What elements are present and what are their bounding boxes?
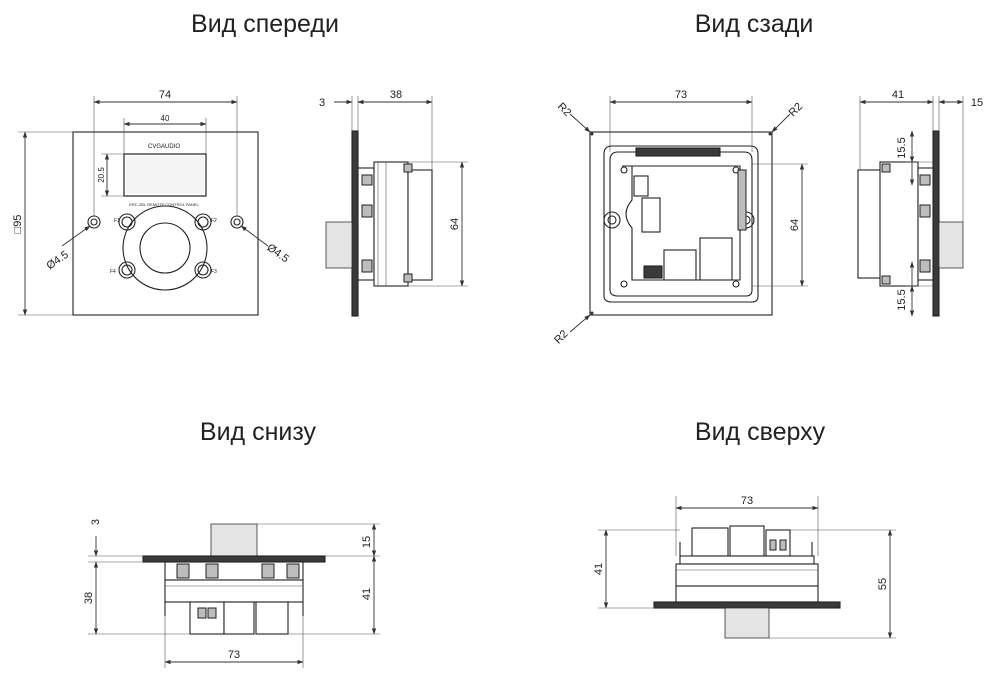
- dim-side-plate: 3: [319, 97, 325, 109]
- button-label-f1: F1: [114, 218, 120, 224]
- title-top-view: Вид сверху: [695, 418, 826, 446]
- dim-back-height: 64: [789, 219, 801, 231]
- bottom-view: 3 38 15 41 73: [83, 519, 380, 668]
- display-screen: [126, 156, 204, 194]
- button-f2: [194, 213, 212, 231]
- dim-bottom-plate: 3: [90, 519, 102, 525]
- bottom-body-2: [164, 579, 304, 603]
- back-terminal: [643, 265, 663, 279]
- dim-top-width: 73: [741, 495, 753, 507]
- dim-side-height: 64: [449, 218, 461, 230]
- panel-label: ERC-2BL REMOTE CONTROL PANEL: [129, 202, 199, 207]
- dim-display-width: 40: [161, 114, 170, 123]
- button-f4: [118, 261, 136, 279]
- bottom-knob: [210, 523, 258, 557]
- back-rj45: [663, 249, 697, 281]
- top-pcb: [679, 555, 815, 565]
- dim-bottom-width: 73: [228, 649, 240, 661]
- dim-bside-knob: 15: [971, 97, 983, 109]
- title-back-view: Вид сзади: [695, 10, 814, 38]
- dim-side-depth: 38: [390, 89, 402, 101]
- button-label-f3: F3: [211, 269, 217, 275]
- top-rj45-1: [691, 527, 729, 557]
- bottom-plate: [142, 555, 326, 563]
- dim-hole-left: Ø4.5: [45, 249, 71, 273]
- back-side-view: 41 15 15.5 15.5: [857, 89, 983, 317]
- back-frame-outer: [603, 145, 759, 303]
- title-bottom-view: Вид снизу: [200, 418, 317, 446]
- radius-top-left: R2: [555, 101, 573, 119]
- bside-plate: [932, 130, 940, 317]
- button-label-f2: F2: [211, 218, 217, 224]
- knob-bezel-outer: [122, 205, 208, 291]
- front-view: CVGAUDIO ERC-2BL REMOTE CONTROL PANEL F1…: [12, 89, 291, 316]
- button-f1: [118, 213, 136, 231]
- side-plate: [351, 130, 359, 317]
- back-mount-left: [603, 211, 621, 229]
- top-view: 73 41 55: [593, 495, 896, 639]
- dim-top-body: 41: [593, 563, 605, 575]
- button-label-f4: F4: [110, 269, 116, 275]
- dim-front-width: 74: [159, 89, 171, 101]
- brand-logo: CVGAUDIO: [148, 144, 180, 150]
- dim-top-total: 55: [877, 578, 889, 590]
- title-front-view: Вид спереди: [191, 10, 339, 38]
- dim-back-width: 73: [675, 89, 687, 101]
- front-side-view: 3 38 64: [319, 89, 468, 317]
- back-rj45-2: [699, 237, 733, 281]
- side-knob: [325, 221, 353, 269]
- top-knob: [724, 607, 770, 639]
- top-plate: [653, 601, 841, 609]
- top-body: [675, 563, 819, 587]
- bottom-terminal: [189, 601, 225, 635]
- button-f3: [194, 261, 212, 279]
- radius-bottom-left: R2: [552, 328, 570, 346]
- dim-bside-bottom: 15.5: [896, 289, 908, 310]
- side-pcb-back: [407, 169, 433, 281]
- bside-pcb: [857, 169, 883, 279]
- dim-bside-depth: 41: [892, 89, 904, 101]
- back-connector-strip: [635, 147, 721, 157]
- dim-bottom-total: 41: [361, 588, 373, 600]
- dim-bottom-body: 38: [83, 592, 95, 604]
- dim-bside-top: 15.5: [896, 137, 908, 158]
- dim-front-height: □95: [12, 215, 24, 234]
- bside-knob: [938, 221, 964, 269]
- bottom-rj45-1: [223, 601, 255, 635]
- bottom-rj45-2: [255, 601, 289, 635]
- dim-display-height: 20.5: [97, 167, 106, 183]
- back-view: 73 64 R2 R2 R2: [552, 89, 808, 347]
- back-header-pins: [737, 169, 747, 231]
- radius-top-right: R2: [787, 101, 805, 119]
- side-body-2: [373, 161, 409, 287]
- dim-bottom-knob: 15: [361, 536, 373, 548]
- dim-hole-right: Ø4.5: [265, 242, 291, 266]
- knob: [139, 222, 191, 274]
- top-rj45-2: [729, 525, 765, 557]
